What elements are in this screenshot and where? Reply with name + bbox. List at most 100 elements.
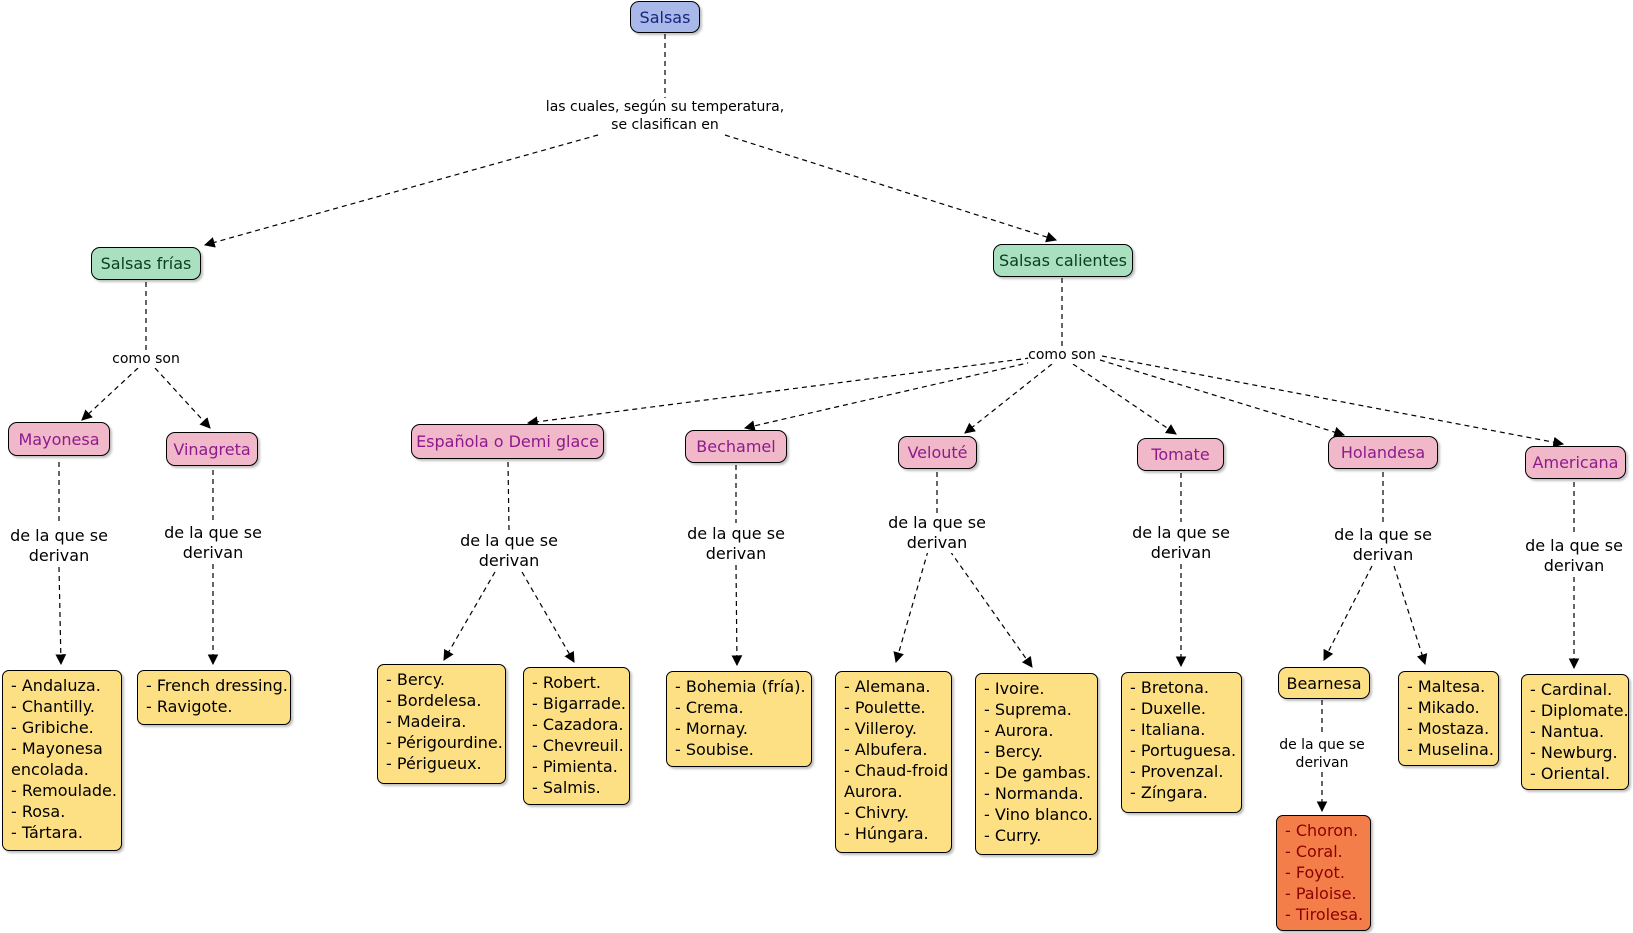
node-tomate[interactable]: Tomate: [1137, 438, 1224, 471]
node-salsas[interactable]: Salsas: [630, 1, 700, 33]
list-item: - Bordelesa.: [386, 691, 482, 710]
node-bearnesa[interactable]: Bearnesa: [1278, 667, 1370, 699]
arrow-to-tomate: [1072, 363, 1177, 435]
list-item: - Italiana.: [1130, 720, 1206, 739]
list-item: - Suprema.: [984, 700, 1072, 719]
list-item: - Albufera.: [844, 740, 928, 759]
list-item: - Poulette.: [844, 698, 926, 717]
list-item: - Bretona.: [1130, 678, 1209, 697]
list-item: - Chevreuil.: [532, 736, 624, 755]
list-item: - Oriental.: [1530, 764, 1611, 783]
list-tomate[interactable]: - Bretona. - Duxelle. - Italiana. - Port…: [1121, 672, 1242, 813]
link-derivan-espanola-line2: derivan: [478, 551, 540, 570]
link-derivan-vinagreta-line1: de la que se: [164, 523, 262, 542]
list-item: - Mayonesa: [11, 739, 103, 758]
list-espanola-b[interactable]: - Robert. - Bigarrade. - Cazadora. - Che…: [523, 667, 630, 805]
node-tomate-label: Tomate: [1151, 445, 1210, 464]
list-item: Aurora.: [844, 782, 903, 801]
arrow-to-mayonesa: [81, 367, 139, 421]
link-como-son-calientes-label: como son: [1028, 347, 1096, 363]
node-bearnesa-label: Bearnesa: [1286, 673, 1362, 693]
list-item: - Soubise.: [675, 740, 754, 759]
list-item: - Alemana.: [844, 677, 931, 696]
list-item: - Zíngara.: [1130, 783, 1208, 802]
arrow-to-vinagreta: [154, 367, 211, 429]
node-salsas-label: Salsas: [639, 7, 691, 27]
link-derivan-bearnesa-line2: derivan: [1295, 755, 1349, 771]
link-como-son-calientes: como son: [1028, 346, 1096, 364]
list-bearnesa[interactable]: - Choron. - Coral. - Foyot. - Paloise. -…: [1276, 815, 1371, 931]
list-item: - Cardinal.: [1530, 680, 1613, 699]
node-salsas-frias[interactable]: Salsas frías: [91, 247, 201, 280]
list-item: - Crema.: [675, 698, 744, 717]
link-clasifican-line2: se clasifican en: [611, 117, 719, 133]
list-item: - Paloise.: [1285, 884, 1357, 903]
node-holandesa[interactable]: Holandesa: [1328, 436, 1438, 469]
node-veloute[interactable]: Velouté: [898, 436, 977, 469]
list-item: - Bohemia (fría).: [675, 677, 806, 696]
arrow-to-salsas-frias: [203, 134, 599, 248]
list-item: encolada.: [11, 760, 89, 779]
list-item: - Bercy.: [984, 742, 1043, 761]
list-item: - Périgourdine.: [386, 733, 503, 752]
link-como-son-frias-label: como son: [112, 351, 180, 367]
node-salsas-calientes-label: Salsas calientes: [999, 251, 1127, 270]
list-item: - Ivoire.: [984, 679, 1045, 698]
list-item: - Chivry.: [844, 803, 909, 822]
list-vinagreta[interactable]: - French dressing. - Ravigote.: [137, 670, 291, 725]
list-item: - Chantilly.: [11, 697, 95, 716]
list-bechamel[interactable]: - Bohemia (fría). - Crema. - Mornay. - S…: [666, 671, 812, 767]
arrow-to-bechamel: [743, 361, 1033, 432]
list-item: - Madeira.: [386, 712, 467, 731]
list-item: - Diplomate.: [1530, 701, 1629, 720]
list-item: - Chaud-froid: [844, 761, 949, 780]
list-item: - Remoulade.: [11, 781, 117, 800]
list-americana[interactable]: - Cardinal. - Diplomate. - Nantua. - New…: [1521, 674, 1629, 790]
arrow-to-americana: [1101, 355, 1565, 448]
list-veloute-a[interactable]: - Alemana. - Poulette. - Villeroy. - Alb…: [835, 671, 952, 853]
node-mayonesa[interactable]: Mayonesa: [8, 422, 110, 456]
arrow-to-veloute: [964, 363, 1053, 434]
node-vinagreta[interactable]: Vinagreta: [166, 432, 258, 466]
list-item: - French dressing.: [146, 676, 288, 695]
list-item: - Portuguesa.: [1130, 741, 1237, 760]
list-item: - Choron.: [1285, 821, 1359, 840]
list-item: - Villeroy.: [844, 719, 917, 738]
list-espanola-a[interactable]: - Bercy. - Bordelesa. - Madeira. - Périg…: [377, 664, 506, 784]
list-item: - Bigarrade.: [532, 694, 627, 713]
link-derivan-veloute-line2: derivan: [906, 533, 968, 552]
link-derivan-mayonesa-line1: de la que se: [10, 526, 108, 545]
arrow-to-espanola: [526, 357, 1031, 428]
link-derivan-americana-line1: de la que se: [1525, 536, 1623, 555]
list-item: - Pimienta.: [532, 757, 618, 776]
link-derivan-holandesa-line2: derivan: [1352, 545, 1414, 564]
list-item: - Robert.: [532, 673, 601, 692]
link-derivan-tomate-line2: derivan: [1150, 543, 1212, 562]
list-item: - Andaluza.: [11, 676, 101, 695]
list-veloute-b[interactable]: - Ivoire. - Suprema. - Aurora. - Bercy. …: [975, 673, 1098, 855]
list-mayonesa[interactable]: - Andaluza. - Chantilly. - Gribiche. - M…: [2, 670, 122, 851]
list-item: - Foyot.: [1285, 863, 1345, 882]
list-item: - Maltesa.: [1407, 677, 1486, 696]
list-item: - De gambas.: [984, 763, 1092, 782]
link-como-son-frias: como son: [112, 350, 180, 368]
node-salsas-calientes[interactable]: Salsas calientes: [993, 244, 1133, 277]
node-espanola-label: Española o Demi glace: [416, 432, 599, 451]
list-item: - Vino blanco.: [984, 805, 1093, 824]
node-bechamel[interactable]: Bechamel: [685, 430, 787, 463]
link-derivan-bechamel-line1: de la que se: [687, 524, 785, 543]
list-item: - Ravigote.: [146, 697, 233, 716]
link-clasifican: las cuales, según su temperatura, se cla…: [545, 98, 785, 134]
node-mayonesa-label: Mayonesa: [18, 429, 100, 449]
arrow-to-salsas-calientes: [724, 134, 1058, 243]
list-holandesa-b[interactable]: - Maltesa. - Mikado. - Mostaza. - Museli…: [1398, 671, 1499, 766]
node-espanola[interactable]: Española o Demi glace: [411, 424, 604, 459]
node-americana[interactable]: Americana: [1525, 446, 1626, 479]
list-item: - Newburg.: [1530, 743, 1618, 762]
list-item: - Mostaza.: [1407, 719, 1490, 738]
